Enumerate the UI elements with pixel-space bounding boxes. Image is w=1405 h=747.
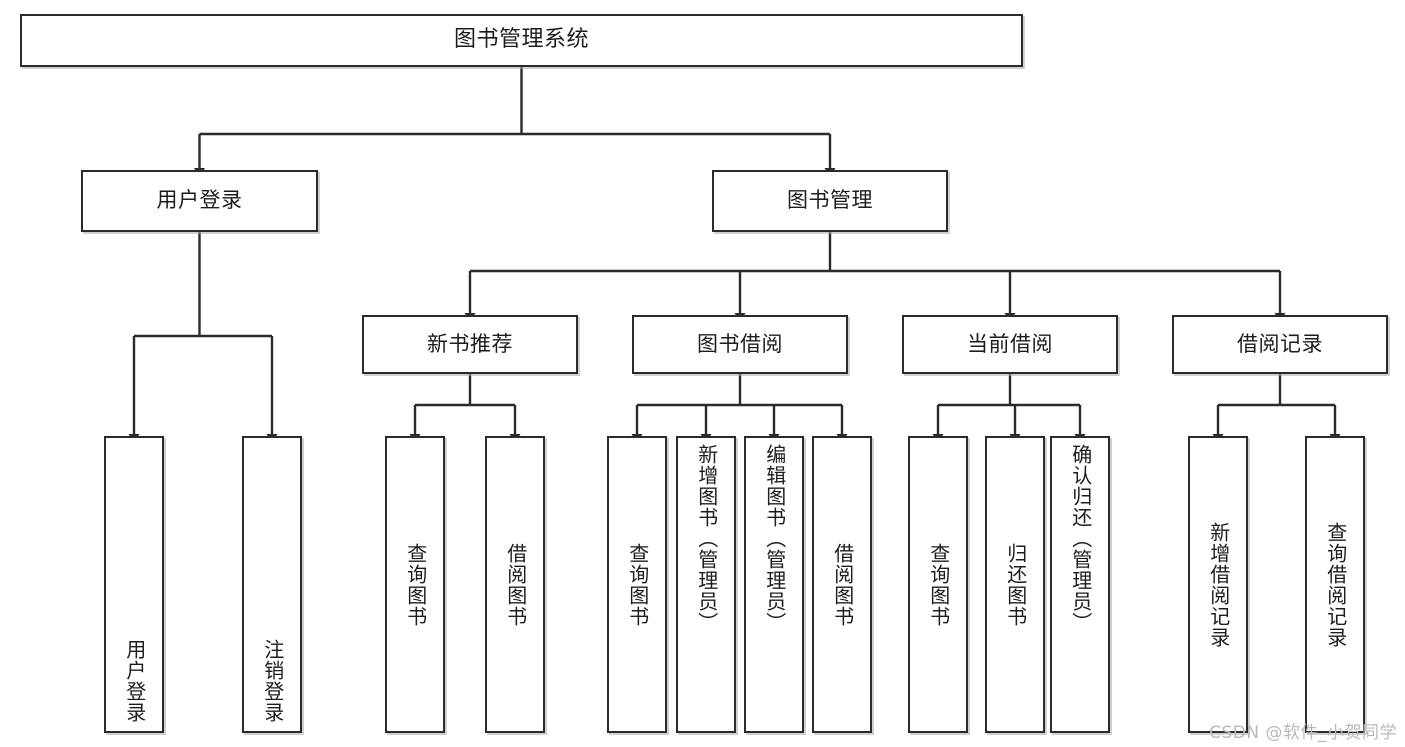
node-newbook[interactable]: 新书推荐 — [362, 315, 578, 374]
node-label: 新增借阅记录 — [1206, 521, 1231, 648]
node-leaf-bor-1[interactable]: 查询图书 — [607, 436, 667, 733]
node-label: 当前借阅 — [967, 331, 1053, 356]
node-borrow[interactable]: 图书借阅 — [632, 315, 848, 374]
node-bookmgmt[interactable]: 图书管理 — [712, 170, 948, 232]
node-current[interactable]: 当前借阅 — [902, 315, 1118, 374]
node-label: 查询图书 — [926, 542, 951, 627]
node-records[interactable]: 借阅记录 — [1172, 315, 1388, 374]
node-label: 借阅记录 — [1237, 331, 1323, 356]
node-leaf-bor-3[interactable]: 编辑图书（管理员） — [744, 436, 804, 733]
node-leaf-login-2[interactable]: 注销登录 — [242, 436, 302, 733]
node-leaf-rec-2[interactable]: 查询借阅记录 — [1305, 436, 1365, 733]
node-leaf-cur-1[interactable]: 查询图书 — [908, 436, 968, 733]
node-leaf-bor-4[interactable]: 借阅图书 — [812, 436, 872, 733]
node-label: 图书管理系统 — [453, 27, 589, 53]
node-login[interactable]: 用户登录 — [81, 170, 318, 232]
node-leaf-new-1[interactable]: 查询图书 — [385, 436, 445, 733]
node-label: 注销登录 — [260, 639, 285, 723]
node-label: 借阅图书 — [503, 542, 528, 627]
node-label: 借阅图书 — [830, 542, 855, 627]
node-leaf-bor-2[interactable]: 新增图书（管理员） — [676, 436, 736, 733]
node-label: 查询图书 — [403, 542, 428, 627]
node-leaf-cur-2[interactable]: 归还图书 — [985, 436, 1045, 733]
node-label: 编辑图书（管理员） — [762, 444, 787, 633]
node-label: 查询图书 — [625, 542, 650, 627]
node-label: 图书管理 — [787, 188, 873, 213]
node-label: 图书借阅 — [697, 331, 783, 356]
node-label: 用户登录 — [156, 188, 243, 213]
node-leaf-login-1[interactable]: 用户登录 — [104, 436, 164, 733]
node-leaf-cur-3[interactable]: 确认归还（管理员） — [1050, 436, 1110, 733]
node-label: 归还图书 — [1003, 542, 1028, 627]
node-label: 新书推荐 — [427, 331, 513, 356]
node-label: 查询借阅记录 — [1323, 521, 1348, 648]
node-label: 新增图书（管理员） — [694, 444, 719, 633]
node-label: 用户登录 — [122, 639, 147, 723]
node-leaf-rec-1[interactable]: 新增借阅记录 — [1188, 436, 1248, 733]
node-root[interactable]: 图书管理系统 — [20, 14, 1023, 67]
node-label: 确认归还（管理员） — [1068, 444, 1093, 633]
node-leaf-new-2[interactable]: 借阅图书 — [485, 436, 545, 733]
